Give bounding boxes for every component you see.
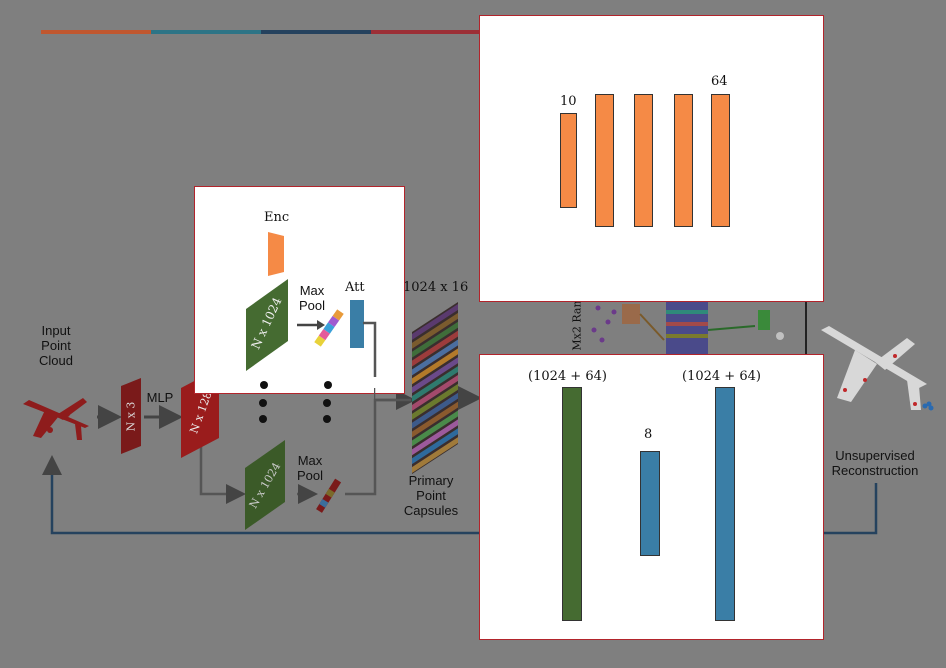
ellipsis-dots — [260, 381, 332, 389]
output-caption: Unsupervised Reconstruction — [820, 448, 930, 478]
capsules-caption-line: Primary — [408, 473, 454, 488]
output-caption-line: Reconstruction — [831, 463, 919, 478]
input-caption-line: Cloud — [39, 353, 73, 368]
maxpool-top-bar — [314, 309, 344, 347]
attention-label-middle: 8 — [644, 427, 653, 442]
bar-64-a — [595, 94, 614, 227]
strip-segment — [41, 30, 151, 34]
popup-att-merge-line — [363, 321, 377, 377]
strip-segment — [371, 30, 481, 34]
input-caption-line: Point — [41, 338, 71, 353]
capsule-stripe — [412, 428, 458, 465]
fragment-rotated-label: Mx2 Ran — [570, 300, 584, 351]
strip-segment — [261, 30, 371, 34]
bar-64-b — [634, 94, 653, 227]
capsules-caption: Primary Point Capsules — [395, 473, 467, 518]
capsule-stripe — [412, 410, 458, 447]
airplane-input-icon — [23, 398, 89, 440]
background-fragment — [580, 300, 805, 356]
attention-bar-middle — [640, 451, 660, 556]
n1024-top-block — [246, 279, 288, 371]
bar-label-first: 10 — [560, 94, 577, 109]
maxpool-caption-line: Pool — [298, 298, 326, 313]
maxpool-bottom-bar — [316, 478, 342, 513]
upper-merge-line — [374, 388, 411, 402]
mlp-label: MLP — [146, 390, 174, 405]
capsule-stripe — [412, 392, 458, 429]
enc-trapezoid — [268, 232, 284, 276]
capsule-stripe — [412, 401, 458, 438]
strip-segment — [151, 30, 261, 34]
maxpool-bottom-caption: Max Pool — [290, 453, 330, 483]
input-caption-line: Input — [41, 323, 71, 338]
capsule-stripe — [412, 312, 458, 349]
n1024-bottom-block — [245, 440, 285, 530]
capsule-stripe — [412, 304, 458, 340]
bar-64-c — [674, 94, 693, 227]
capsule-stripe — [412, 348, 458, 385]
attention-label-left: (1024 + 64) — [528, 369, 607, 384]
popup-bars: 10 64 — [479, 15, 824, 302]
output-caption-line: Unsupervised — [835, 448, 915, 463]
maxpool-top-caption: Max Pool — [292, 283, 332, 313]
capsule-stripe — [412, 437, 458, 473]
bar-64-d — [711, 94, 730, 227]
att-label: Att — [345, 280, 365, 295]
primary-capsules-block — [412, 302, 458, 474]
feedback-loop-left — [42, 455, 480, 535]
input-caption: Input Point Cloud — [28, 323, 84, 368]
popup-arrow-to-pool — [297, 320, 325, 330]
n3-label: N x 3 — [124, 401, 138, 432]
branch-down-line — [199, 440, 246, 504]
attention-bar-left — [562, 387, 582, 621]
n3-block — [121, 378, 141, 454]
bar-label-last: 64 — [711, 74, 728, 89]
feedback-loop-right — [824, 483, 878, 535]
capsules-size-label: 1024 x 16 — [403, 280, 469, 295]
capsule-stripe — [412, 321, 458, 358]
top-color-strip — [41, 30, 481, 34]
maxpool-caption-line: Max — [299, 283, 325, 298]
bar-10 — [560, 113, 577, 208]
capsule-stripe — [412, 383, 458, 420]
capsule-stripe — [412, 330, 458, 367]
capsule-stripe — [412, 339, 458, 376]
capsule-stripe — [412, 357, 458, 394]
capsule-stripe — [412, 366, 458, 402]
att-bar — [350, 300, 364, 348]
popup-attention: (1024 + 64) 8 (1024 + 64) — [479, 354, 824, 640]
ellipsis-dots-lower — [259, 399, 331, 423]
popup-encoder: Enc N x 1024 Max Pool Att — [194, 186, 405, 394]
capsule-stripe — [412, 375, 458, 411]
capsule-stripe — [412, 419, 458, 456]
capsules-caption-line: Point — [416, 488, 446, 503]
airplane-output-icon — [821, 326, 934, 411]
fragment-shapes — [591, 302, 784, 356]
capsules-caption-line: Capsules — [403, 503, 459, 518]
attention-bar-right — [715, 387, 735, 621]
maxpool-caption-line: Max — [297, 453, 323, 468]
attention-label-right: (1024 + 64) — [682, 369, 761, 384]
maxpool-caption-line: Pool — [296, 468, 324, 483]
enc-label: Enc — [264, 210, 290, 225]
